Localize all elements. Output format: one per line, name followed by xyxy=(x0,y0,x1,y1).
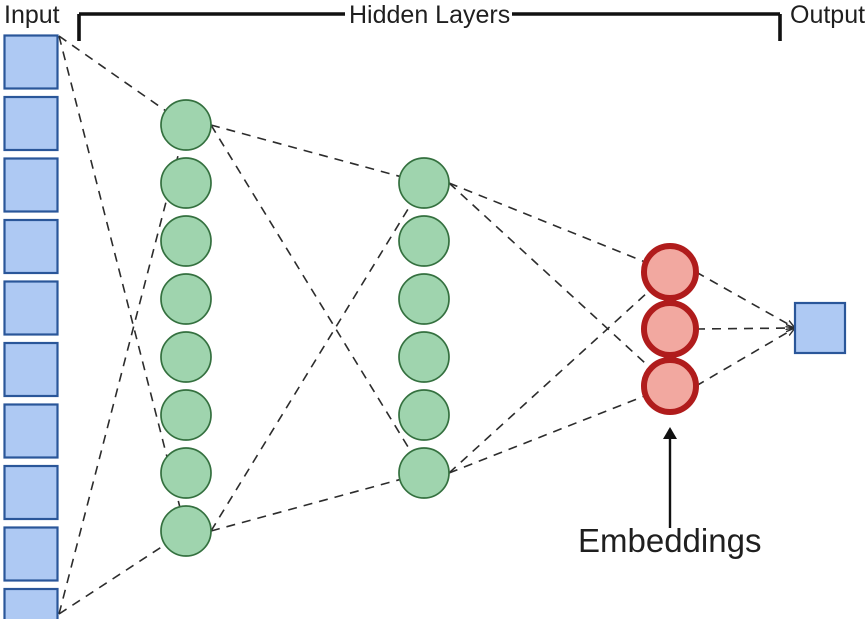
edge-embedding-to-output xyxy=(695,271,795,328)
input-layer-node-4 xyxy=(3,218,59,275)
hidden-layers-bracket xyxy=(77,12,782,41)
output-label: Output xyxy=(790,1,865,29)
hidden-layer-1-node-6 xyxy=(160,389,212,441)
input-layer-node-10 xyxy=(3,587,59,619)
embedding-layer-node-3 xyxy=(641,357,699,415)
input-label: Input xyxy=(4,1,60,29)
connection-edges xyxy=(58,35,795,615)
embedding-layer-node-2 xyxy=(641,300,699,358)
hidden-layer-2-node-3 xyxy=(398,273,450,325)
hidden-layer-1-node-5 xyxy=(160,331,212,383)
hidden-layer-1-node-7 xyxy=(160,447,212,499)
input-layer-node-1 xyxy=(3,34,59,90)
embeddings-label: Embeddings xyxy=(578,522,762,559)
input-layer-node-9 xyxy=(3,526,59,582)
edge-embedding-to-output xyxy=(695,328,795,329)
edge-hidden2-to-embedding xyxy=(448,386,670,474)
input-layer-node-8 xyxy=(3,464,59,521)
output-layer-node-1 xyxy=(793,301,847,355)
edge-input-to-hidden1 xyxy=(58,125,186,615)
hidden-layer-1-node-8 xyxy=(160,505,212,557)
hidden-layer-1-node-4 xyxy=(160,273,212,325)
edge-hidden1-to-hidden2 xyxy=(210,124,424,183)
edge-hidden2-to-embedding xyxy=(448,182,670,386)
input-layer-node-6 xyxy=(3,341,59,398)
edge-hidden2-to-embedding xyxy=(448,182,670,273)
hidden-layer-2-node-2 xyxy=(398,215,450,267)
edge-hidden1-to-hidden2 xyxy=(210,473,424,532)
edge-input-to-hidden1 xyxy=(58,35,186,531)
embedding-layer-node-1 xyxy=(641,243,699,301)
hidden-layers-label: Hidden Layers xyxy=(349,1,511,29)
hidden-layer-1-node-3 xyxy=(160,215,212,267)
edge-hidden2-to-embedding xyxy=(448,272,670,474)
hidden-layer-2-node-1 xyxy=(398,157,450,209)
input-layer-node-2 xyxy=(3,95,59,152)
edge-hidden1-to-hidden2 xyxy=(210,124,424,473)
hidden-layer-2-node-6 xyxy=(398,447,450,499)
hidden-layer-1-node-2 xyxy=(160,157,212,209)
edge-embedding-to-output xyxy=(695,328,795,387)
hidden-layer-1-node-1 xyxy=(160,99,212,151)
edge-hidden1-to-hidden2 xyxy=(210,183,424,532)
input-layer-node-3 xyxy=(3,157,59,213)
hidden-layer-2-node-4 xyxy=(398,331,450,383)
network-nodes xyxy=(3,34,847,619)
input-layer-node-7 xyxy=(3,403,59,459)
hidden-layer-2-node-5 xyxy=(398,389,450,441)
input-layer-node-5 xyxy=(3,280,59,336)
